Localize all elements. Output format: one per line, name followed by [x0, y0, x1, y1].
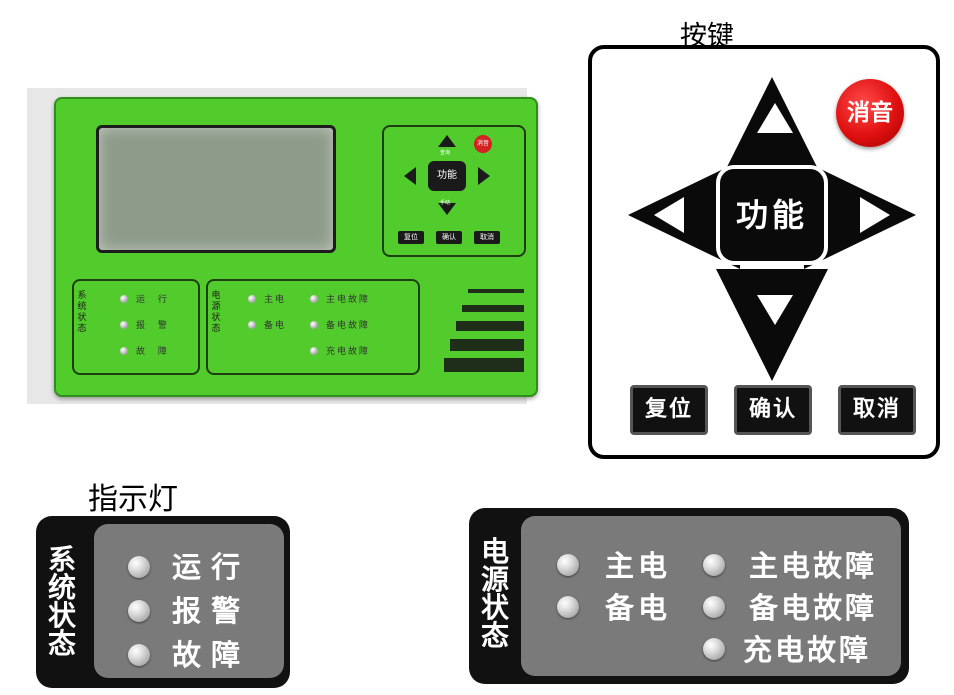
device-up-arrow-icon	[438, 135, 456, 147]
backup-power-fault-led-icon	[703, 596, 725, 618]
device-keypad-area: 查询 功能 手动 消音 复位 确认 取消	[382, 125, 526, 257]
device-power-status-label: 备电	[264, 321, 287, 331]
charge-fault-label: 充电故障	[743, 633, 872, 667]
mute-button[interactable]: 消音	[836, 79, 904, 147]
device-power-status-title: 电源状态	[211, 291, 221, 334]
main-power-led-icon	[557, 554, 579, 576]
device-led-icon	[310, 347, 318, 355]
device-system-status-label: 故 障	[136, 347, 172, 357]
run-label: 运 行	[172, 550, 241, 584]
main-power-label: 主电	[605, 549, 672, 583]
device-photo: 查询 功能 手动 消音 复位 确认 取消 系统状态 运 行 报 警 故 障 电源…	[27, 88, 538, 404]
backup-power-led-icon	[557, 596, 579, 618]
device-led-icon	[310, 295, 318, 303]
device-power-status-label: 充电故障	[326, 347, 371, 357]
function-button[interactable]: 功能	[716, 165, 828, 265]
power-status-title: 电源状态	[480, 535, 509, 652]
device-system-status-title: 系统状态	[77, 291, 87, 334]
device-mute-key: 消音	[474, 135, 492, 153]
keypad-panel: 功能 消音 复位 确认 取消	[588, 45, 940, 459]
confirm-button[interactable]: 确认	[734, 385, 812, 435]
up-arrow-icon	[757, 103, 793, 133]
signal-bar-icon	[462, 305, 524, 312]
down-arrow-key[interactable]	[716, 269, 828, 381]
signal-bar-icon	[468, 289, 524, 293]
device-reset-key: 复位	[398, 231, 424, 244]
device-led-icon	[120, 347, 128, 355]
right-arrow-icon	[860, 197, 890, 233]
main-power-fault-led-icon	[703, 554, 725, 576]
down-arrow-icon	[757, 295, 793, 325]
device-confirm-key: 确认	[436, 231, 462, 244]
device-cancel-key: 取消	[474, 231, 500, 244]
device-led-icon	[120, 321, 128, 329]
signal-bar-icon	[444, 358, 524, 372]
device-system-status-label: 报 警	[136, 321, 172, 331]
device-system-status-label: 运 行	[136, 295, 172, 305]
device-front-panel: 查询 功能 手动 消音 复位 确认 取消 系统状态 运 行 报 警 故 障 电源…	[54, 97, 538, 397]
device-left-arrow-icon	[404, 167, 416, 185]
device-led-icon	[310, 321, 318, 329]
device-power-status-area: 电源状态 主电 备电 主电故障 备电故障 充电故障	[206, 279, 420, 375]
backup-power-fault-label: 备电故障	[749, 591, 878, 625]
main-power-fault-label: 主电故障	[749, 549, 878, 583]
device-led-icon	[120, 295, 128, 303]
run-led-icon	[128, 556, 150, 578]
system-status-panel: 系统状态 运 行 报 警 故 障	[36, 516, 290, 688]
device-down-label: 手动	[440, 200, 451, 206]
indicator-section-title: 指示灯	[88, 482, 178, 517]
cancel-button[interactable]: 取消	[838, 385, 916, 435]
device-system-status-area: 系统状态 运 行 报 警 故 障	[72, 279, 200, 375]
system-status-title: 系统状态	[48, 543, 77, 660]
signal-bar-icon	[456, 321, 524, 331]
device-led-icon	[248, 321, 256, 329]
signal-bar-icon	[450, 339, 524, 351]
backup-power-label: 备电	[605, 591, 672, 625]
reset-button[interactable]: 复位	[630, 385, 708, 435]
device-power-status-label: 主电	[264, 295, 287, 305]
device-up-label: 查询	[440, 150, 451, 156]
lcd-screen	[96, 125, 336, 253]
device-right-arrow-icon	[478, 167, 490, 185]
alarm-led-icon	[128, 600, 150, 622]
device-led-icon	[248, 295, 256, 303]
power-status-inner: 主电 备电 主电故障 备电故障 充电故障	[521, 516, 901, 676]
alarm-label: 报 警	[172, 594, 241, 628]
fault-led-icon	[128, 644, 150, 666]
system-status-inner: 运 行 报 警 故 障	[94, 524, 284, 678]
charge-fault-led-icon	[703, 638, 725, 660]
power-status-panel: 电源状态 主电 备电 主电故障 备电故障 充电故障	[469, 508, 909, 684]
device-down-arrow-icon	[438, 203, 456, 215]
device-power-status-label: 备电故障	[326, 321, 371, 331]
fault-label: 故 障	[172, 638, 241, 672]
left-arrow-icon	[654, 197, 684, 233]
device-function-key: 功能	[428, 161, 466, 191]
device-power-status-label: 主电故障	[326, 295, 371, 305]
